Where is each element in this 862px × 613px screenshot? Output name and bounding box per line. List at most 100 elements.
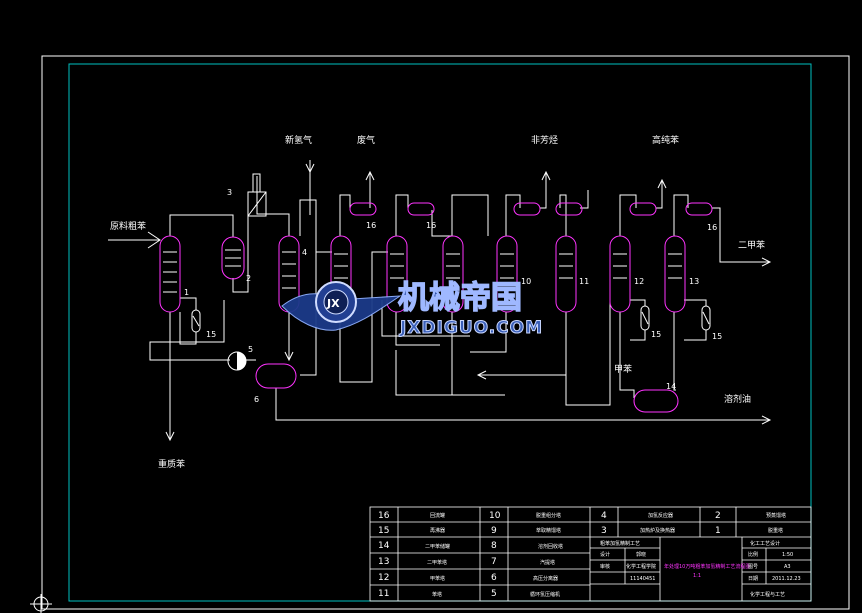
tb-field-value-3: 2011.12.23 — [772, 576, 801, 582]
tb-drawing-title: 年处理10万吨粗苯加氢精制工艺流程图 — [664, 563, 750, 570]
tb-dept: 化工工艺设计 — [750, 540, 780, 547]
tb-row1-n1: 16 — [378, 511, 390, 521]
tower-9 — [442, 235, 464, 313]
tb-row2-t2: 萃取精馏塔 — [536, 527, 561, 534]
tb-r1-n1: 4 — [601, 511, 607, 521]
tb-row2-t1: 再沸器 — [430, 527, 445, 534]
vessels — [159, 202, 713, 413]
title-block — [369, 506, 812, 602]
tower-11 — [555, 235, 577, 313]
tb-class-id: 11140451 — [630, 576, 655, 582]
drum-16-c — [513, 202, 541, 216]
outer-frame — [41, 55, 850, 610]
compressor-5 — [227, 351, 247, 371]
tb-field-label-1: 比例 — [748, 551, 758, 558]
num-2: 2 — [246, 274, 251, 283]
tb-row4-t2: 汽提塔 — [540, 559, 555, 566]
num-16-c: 16 — [707, 223, 717, 232]
tb-row6-t2: 循环氢压缩机 — [530, 591, 560, 598]
tb-row4-n1: 13 — [378, 557, 389, 567]
title-block-text: 16 回流罐 10 脱重组分塔 15 再沸器 9 萃取精馏塔 14 二甲苯储罐 … — [378, 511, 801, 599]
watermark-emblem: JX — [326, 297, 340, 310]
label-toluene: 甲苯 — [614, 363, 632, 375]
tb-row5-n1: 12 — [378, 573, 389, 583]
drum-16-a — [349, 202, 377, 216]
tb-dept2: 化学工程与工艺 — [750, 591, 785, 598]
num-6: 6 — [254, 395, 259, 404]
num-13: 13 — [689, 277, 699, 286]
storage-14 — [633, 389, 679, 413]
reboilers — [191, 305, 711, 333]
tb-designer: 郭晓 — [636, 551, 646, 558]
tb-row5-t2: 高压分离器 — [533, 575, 558, 582]
drum-16-e — [629, 202, 657, 216]
tb-row2-n2: 9 — [491, 526, 497, 536]
tower-10 — [496, 235, 518, 313]
label-benzene: 高纯苯 — [652, 134, 679, 146]
piping — [108, 160, 772, 442]
tower-13 — [664, 235, 686, 313]
tb-row1-t2: 脱重组分塔 — [536, 512, 561, 519]
tb-r1-t1: 加氢反应器 — [648, 512, 673, 519]
num-10: 10 — [521, 277, 531, 286]
tb-row6-n1: 11 — [378, 589, 389, 599]
tb-row1-t1: 回流罐 — [430, 512, 445, 519]
tb-project: 粗苯加氢精制工艺 — [600, 540, 640, 547]
tb-r1-n2: 2 — [715, 511, 721, 521]
watermark-site: JXDIGUO.COM — [399, 318, 543, 338]
tb-design-role: 设计 — [600, 551, 610, 558]
tb-row6-n2: 5 — [491, 589, 497, 599]
watermark-title: 机械帝国 — [398, 280, 522, 316]
origin-marker — [30, 594, 52, 613]
drum-16-f — [685, 202, 713, 216]
tb-row3-t2: 溶剂回收塔 — [538, 543, 563, 550]
tb-r2-n2: 1 — [715, 526, 721, 536]
tb-field-label-2: 图号 — [748, 564, 758, 570]
tb-row1-n2: 10 — [489, 511, 501, 521]
num-15-b: 15 — [651, 330, 661, 339]
tb-r1-t2: 预蒸馏塔 — [766, 512, 786, 519]
label-heavy: 重质苯 — [158, 458, 185, 470]
label-hydrogen: 新氢气 — [285, 134, 312, 146]
watermark: JX 机械帝国 JXDIGUO.COM — [281, 279, 543, 339]
num-16-a: 16 — [366, 221, 376, 230]
tb-row5-n2: 6 — [491, 573, 497, 583]
label-offgas: 废气 — [357, 134, 375, 146]
tb-scale-note: 1:1 — [693, 573, 701, 579]
tb-field-label-3: 日期 — [748, 576, 758, 582]
tower-12 — [609, 235, 631, 313]
reboiler-15-a — [191, 309, 201, 333]
num-14: 14 — [666, 382, 676, 391]
separator-6 — [255, 363, 297, 389]
label-feed: 原料粗苯 — [110, 220, 146, 232]
num-1: 1 — [184, 288, 189, 297]
num-3: 3 — [227, 188, 232, 197]
num-15-c: 15 — [712, 332, 722, 341]
num-16-b: 16 — [426, 221, 436, 230]
tb-field-value-2: A3 — [784, 564, 791, 570]
num-5: 5 — [248, 345, 253, 354]
tower-8 — [386, 235, 408, 313]
num-15-a: 15 — [206, 330, 216, 339]
num-4: 4 — [302, 248, 307, 257]
tb-field-value-1: 1:50 — [782, 552, 793, 558]
furnace-3 — [247, 173, 267, 217]
label-solvent: 溶剂油 — [724, 393, 751, 405]
tb-school: 化学工程学院 — [626, 563, 656, 570]
tb-r2-t1: 加热炉及换热器 — [640, 527, 675, 534]
label-xylene: 二甲苯 — [738, 239, 765, 251]
tb-row5-t1: 甲苯塔 — [430, 575, 445, 582]
tower-2 — [221, 236, 245, 280]
reboiler-15-c — [701, 305, 711, 331]
stream-labels: 原料粗苯 新氢气 废气 非芳烃 高纯苯 甲苯 二甲苯 重质苯 溶剂油 — [110, 134, 765, 470]
reboiler-15-b — [640, 305, 650, 331]
drum-16-d — [555, 202, 583, 216]
tb-row6-t1: 苯塔 — [432, 591, 442, 598]
tb-r2-t2: 脱重塔 — [768, 527, 783, 534]
tb-row4-t1: 二甲苯塔 — [427, 559, 447, 566]
tb-check-role: 审核 — [600, 563, 610, 570]
num-11: 11 — [579, 277, 589, 286]
tb-row3-n1: 14 — [378, 541, 390, 551]
